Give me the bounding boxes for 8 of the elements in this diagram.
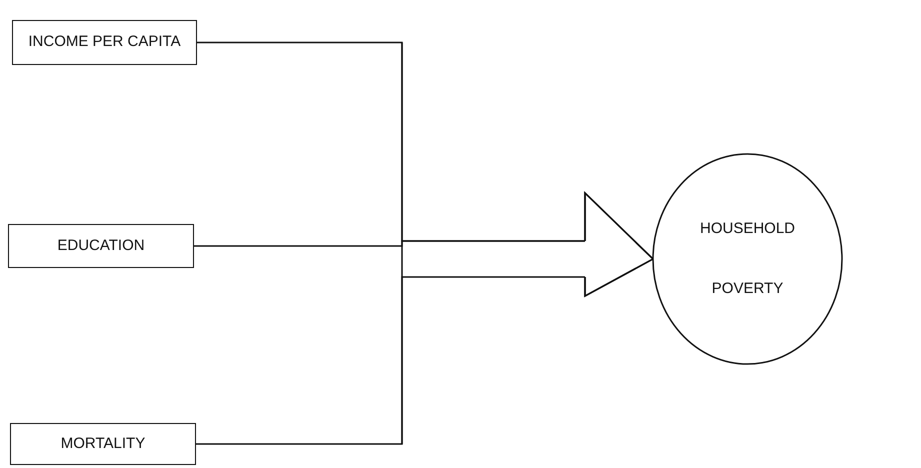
node-label: HOUSEHOLD POVERTY (698, 219, 796, 299)
outcome-ellipse (652, 153, 843, 365)
factor-box (10, 423, 196, 465)
factor-box (12, 20, 197, 65)
node-label: MORTALITY (60, 434, 146, 454)
node-label: INCOME PER CAPITA (28, 32, 181, 52)
node-label: EDUCATION (57, 236, 145, 256)
factor-box (8, 224, 194, 268)
